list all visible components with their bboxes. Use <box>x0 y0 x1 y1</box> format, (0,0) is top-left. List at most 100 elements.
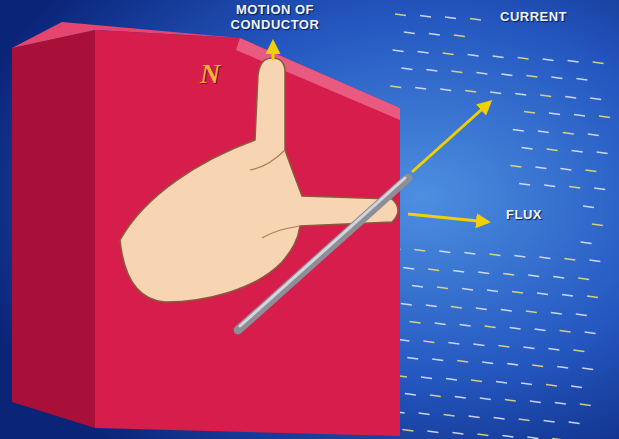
flux-line <box>401 304 412 306</box>
flux-line <box>480 398 491 400</box>
flux-line <box>419 413 430 415</box>
hand-crease <box>250 150 285 170</box>
flux-lines <box>387 14 610 439</box>
flux-line <box>460 325 471 327</box>
flux-line <box>519 184 530 186</box>
flux-line <box>448 343 459 345</box>
flux-line <box>502 436 513 438</box>
flux-line <box>421 377 432 379</box>
flux-line <box>528 275 539 277</box>
flux-line <box>505 400 516 402</box>
flux-line <box>490 92 501 94</box>
flux-line <box>464 253 475 255</box>
flux-line <box>582 368 593 370</box>
motion-label: MOTION OF CONDUCTOR <box>213 3 337 33</box>
flux-line <box>569 422 580 424</box>
flux-line <box>476 73 487 75</box>
flux-line <box>535 329 546 331</box>
magnet-side <box>12 30 95 428</box>
flux-line <box>524 112 535 114</box>
flux-line <box>469 416 480 418</box>
flux-line <box>551 313 562 315</box>
conductor <box>238 178 408 330</box>
flux-line <box>569 187 580 189</box>
flux-line <box>418 52 429 54</box>
flux-line <box>572 151 583 153</box>
flux-line <box>553 277 564 279</box>
flux-line <box>468 55 479 57</box>
flux-line <box>539 257 550 259</box>
flux-line <box>515 94 526 96</box>
flux-line <box>514 256 525 258</box>
flux-line <box>485 326 496 328</box>
flux-line <box>585 170 596 172</box>
flux-line <box>445 17 456 19</box>
flux-line <box>477 434 488 436</box>
flux-line <box>578 278 589 280</box>
flux-line <box>599 116 610 118</box>
magnet-face <box>95 30 400 436</box>
flux-line <box>589 260 600 262</box>
current-label: CURRENT <box>500 10 567 25</box>
flux-line <box>501 74 512 76</box>
flux-line <box>588 134 599 136</box>
flux-line <box>501 310 512 312</box>
flux-line <box>443 53 454 55</box>
flux-line <box>546 385 557 387</box>
flux-line <box>544 421 555 423</box>
flux-line <box>398 340 409 342</box>
flux-line <box>557 367 568 369</box>
flux-line <box>427 431 438 433</box>
flux-line <box>444 415 455 417</box>
flux-line <box>560 169 571 171</box>
flux-line <box>405 394 416 396</box>
flux-line <box>507 364 518 366</box>
flux-line <box>393 50 404 52</box>
flux-line <box>526 76 537 78</box>
flux-line <box>455 397 466 399</box>
flux-line <box>547 149 558 151</box>
flux-line <box>527 437 538 439</box>
flux-line <box>521 383 532 385</box>
flux-line <box>571 386 582 388</box>
flux-line <box>560 331 571 333</box>
flux-line <box>551 77 562 79</box>
current-arrow <box>412 102 490 172</box>
flux-line <box>523 347 534 349</box>
flux-line <box>503 274 514 276</box>
flux-line <box>415 88 426 90</box>
flux-line <box>478 272 489 274</box>
flux-line <box>482 362 493 364</box>
right-hand <box>120 58 398 302</box>
flux-line <box>402 430 413 432</box>
flux-line <box>574 115 585 117</box>
flux-line <box>446 379 457 381</box>
flux-line <box>476 308 487 310</box>
flux-line <box>518 58 529 60</box>
flux-line <box>573 350 584 352</box>
flux-line <box>451 307 462 309</box>
flux-line <box>592 224 603 226</box>
flux-line <box>555 403 566 405</box>
flux-line <box>562 295 573 297</box>
flux-line <box>426 70 437 72</box>
flux-line <box>420 16 431 18</box>
flux-line <box>412 286 423 288</box>
flux-line <box>519 419 530 421</box>
flux-line <box>403 268 414 270</box>
flux-line <box>493 56 504 58</box>
flux-line <box>565 97 576 99</box>
flux-line <box>470 19 481 21</box>
flux-line <box>414 250 425 252</box>
flux-line <box>593 62 604 64</box>
flux-line <box>512 292 523 294</box>
flux-line <box>583 206 594 208</box>
flux-line <box>522 148 533 150</box>
flux-line <box>440 89 451 91</box>
flux-line <box>487 290 498 292</box>
flux-line <box>471 380 482 382</box>
flux-line <box>532 365 543 367</box>
flux-line <box>513 130 524 132</box>
flux-line <box>435 323 446 325</box>
flux-line <box>580 404 591 406</box>
